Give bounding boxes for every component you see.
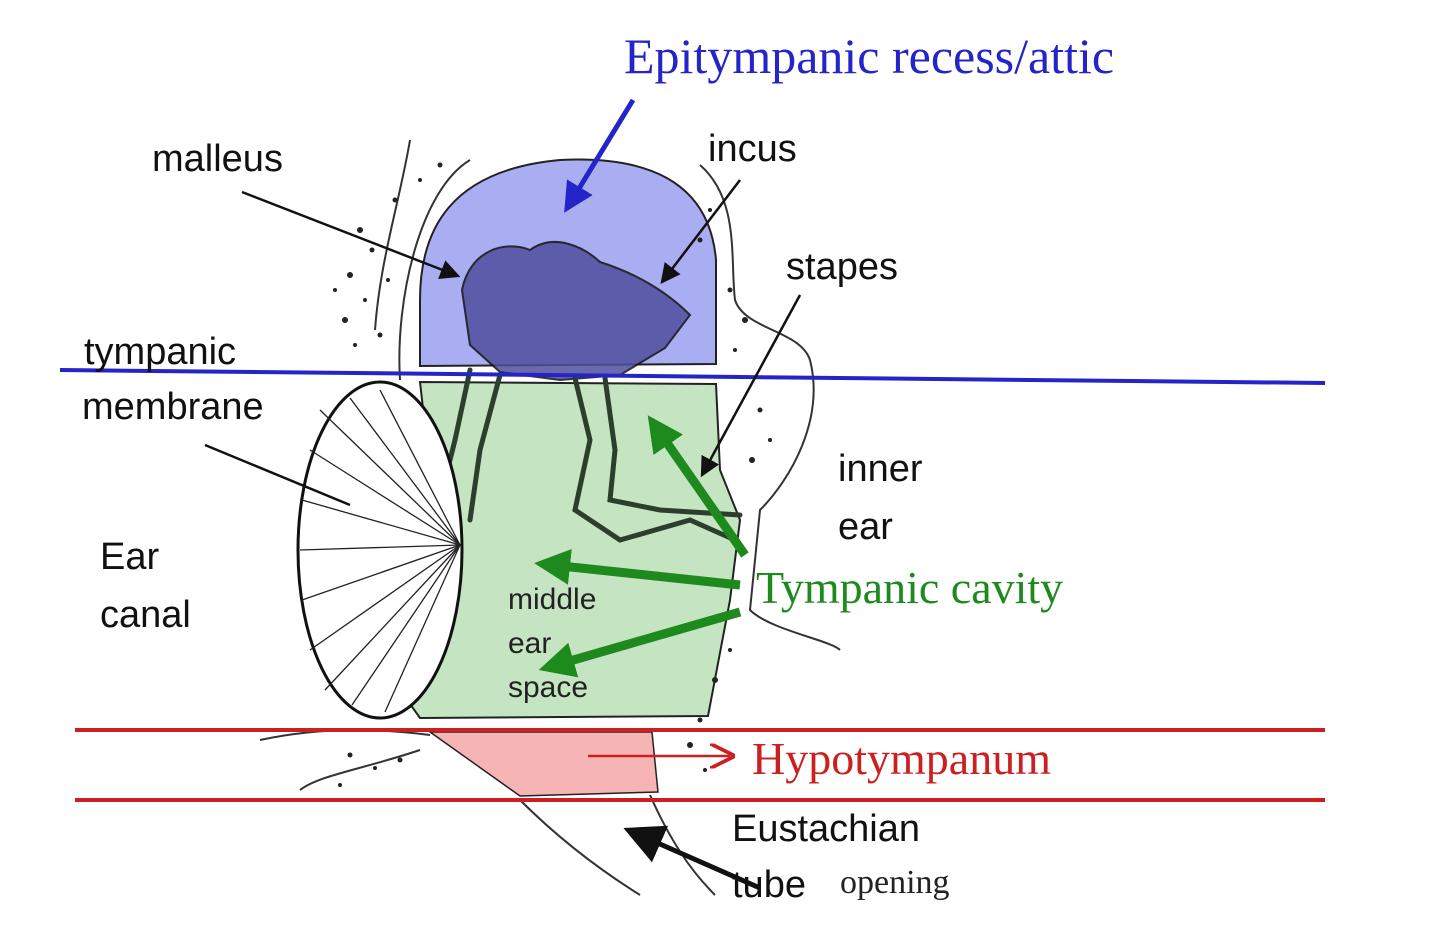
eustachian-opening-label: opening	[840, 864, 950, 901]
tympanic-membrane-leader	[204, 443, 351, 507]
tympanic-cavity-arrow-left	[534, 549, 741, 590]
incus-label: incus	[708, 128, 797, 170]
eustachian-label-1: Eustachian	[732, 808, 921, 850]
incus-leader	[660, 179, 741, 284]
tympanic-cavity-arrow-up	[647, 415, 749, 558]
stapes-leader	[700, 294, 802, 478]
middle-ear-label-3: space	[508, 671, 589, 704]
ear-canal-label-2: canal	[100, 594, 191, 636]
ear-canal-label-1: Ear	[100, 536, 160, 578]
stapes-label: stapes	[786, 246, 898, 288]
tympanic-membrane-label-1: tympanic	[84, 331, 237, 373]
malleus-leader	[241, 190, 461, 279]
ossicle-stalks	[437, 367, 743, 543]
bone-outline-right	[699, 164, 841, 651]
epitympanic-arrow	[564, 98, 636, 213]
tympanic-cavity-label: Tympanic cavity	[756, 562, 1064, 613]
eustachian-arrow	[623, 825, 762, 891]
inner-ear-label-1: inner	[838, 448, 923, 490]
tympanic-cavity-arrow-down	[538, 607, 742, 678]
malleus-label: malleus	[152, 138, 283, 180]
tympanic-membrane-fibers	[299, 389, 461, 713]
epitympanic-label: Epitympanic recess/attic	[624, 28, 1115, 84]
middle-ear-label-2: ear	[508, 627, 552, 660]
hypotympanum-label: Hypotympanum	[752, 733, 1051, 784]
ossicles	[460, 241, 692, 382]
tympanic-membrane-shape	[296, 380, 464, 720]
tympanic-membrane-label-2: membrane	[82, 386, 264, 428]
bone-outline-left	[374, 139, 471, 381]
epitympanic-boundary-line	[59, 368, 1326, 385]
inner-ear-label-2: ear	[838, 506, 893, 548]
eustachian-label-2: tube	[732, 864, 806, 906]
middle-ear-label-1: middle	[508, 583, 597, 616]
hypotympanum-region	[427, 731, 659, 797]
